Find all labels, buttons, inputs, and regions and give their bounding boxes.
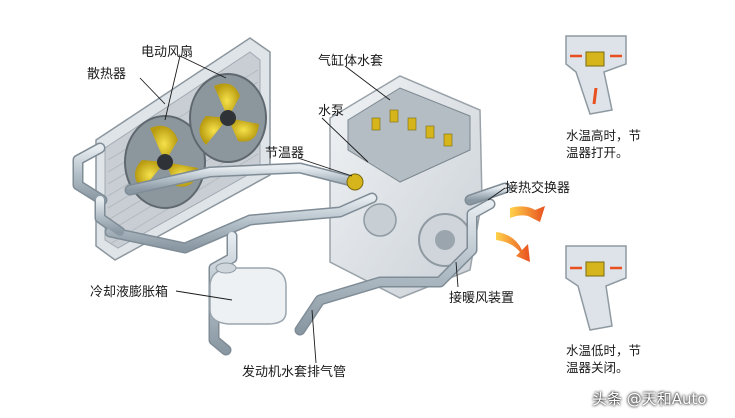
heater-flow-arrow [496,232,530,262]
thermostat-open-detail [565,35,627,115]
note-high-temp-line2: 温器打开。 [566,145,629,160]
label-cylinder-jacket: 气缸体水套 [318,54,384,69]
engine-block [329,75,483,299]
thermostat-shape [346,173,364,191]
label-exhaust-pipe: 发动机水套排气管 [242,365,347,380]
note-high-temp: 水温高时，节 温器打开。 [566,127,676,161]
label-radiator: 散热器 [87,67,127,82]
coolant-pipes [72,142,511,356]
note-low-temp: 水温低时，节 温器关闭。 [566,342,676,376]
label-thermostat: 节温器 [265,146,305,161]
fan-right [189,73,267,163]
heat-exchanger-flow-arrow [510,206,545,222]
expansion-tank-shape [209,262,287,325]
note-high-temp-line1: 水温高时，节 [566,128,642,143]
thermostat-closed-detail [565,245,627,331]
label-electric-fan: 电动风扇 [141,45,194,60]
note-low-temp-line1: 水温低时，节 [566,343,642,358]
leader-lines [139,55,506,364]
note-low-temp-line2: 温器关闭。 [566,360,629,375]
watermark: 头条 @天和Auto [592,390,707,408]
label-water-pump: 水泵 [318,104,345,119]
label-heater-device: 接暖风装置 [449,291,515,306]
label-expansion-tank: 冷却液膨胀箱 [90,285,169,300]
label-heat-exchanger: 接热交换器 [505,181,571,196]
